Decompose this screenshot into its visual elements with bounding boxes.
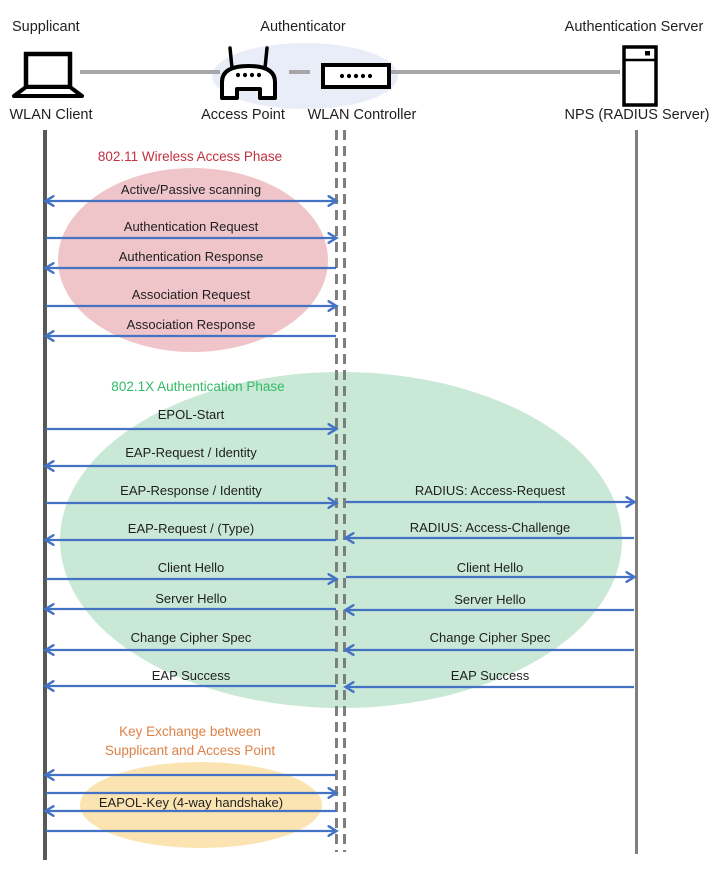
- lifeline-wlan-client: [43, 130, 47, 860]
- laptop-icon: [12, 51, 84, 98]
- message-label: EAP-Request / (Type): [127, 521, 255, 536]
- phase3-ellipse: [80, 762, 322, 848]
- message-label: EPOL-Start: [157, 407, 225, 422]
- message-label: EAP-Request / Identity: [125, 445, 257, 460]
- message-label: Client Hello: [456, 560, 524, 575]
- message-label: Server Hello: [155, 591, 227, 606]
- message-label: RADIUS: Access-Request: [414, 483, 566, 498]
- lifeline-authenticator-2: [343, 130, 346, 852]
- phase1-title: 802.11 Wireless Access Phase: [97, 149, 283, 164]
- server-icon: [622, 45, 658, 107]
- role-authenticator: Authenticator: [260, 19, 346, 35]
- message-label: Server Hello: [454, 592, 526, 607]
- connector-ap-controller: [289, 70, 310, 74]
- message-label: RADIUS: Access-Challenge: [409, 520, 571, 535]
- phase2-ellipse: [60, 372, 622, 708]
- phase3-title-line2: Supplicant and Access Point: [104, 743, 276, 758]
- phase3-title: Key Exchange between Supplicant and Acce…: [105, 722, 275, 760]
- label-access-point: Access Point: [201, 107, 285, 123]
- label-wlan-client: WLAN Client: [9, 107, 93, 123]
- message-label: Change Cipher Spec: [130, 630, 252, 645]
- message-label: Association Response: [126, 317, 256, 332]
- message-label: EAP Success: [450, 668, 530, 683]
- message-label: EAPOL-Key (4-way handshake): [98, 795, 284, 810]
- connector-client-ap: [80, 70, 220, 74]
- lifeline-authenticator-1: [335, 130, 338, 852]
- label-nps: NPS (RADIUS Server): [564, 107, 710, 123]
- message-label: EAP-Response / Identity: [120, 483, 262, 498]
- phase3-title-line1: Key Exchange between: [119, 724, 261, 739]
- wlan-controller-icon: [321, 63, 391, 89]
- access-point-icon: [220, 46, 277, 100]
- role-auth-server: Authentication Server: [564, 19, 704, 35]
- message-label: Change Cipher Spec: [429, 630, 551, 645]
- message-label: EAP Success: [151, 668, 231, 683]
- message-label: Association Request: [131, 287, 251, 302]
- message-label: Authentication Request: [123, 219, 259, 234]
- phase2-title: 802.1X Authentication Phase: [111, 379, 285, 394]
- message-label: Active/Passive scanning: [120, 182, 262, 197]
- lifeline-radius-server: [635, 130, 638, 854]
- label-wlan-controller: WLAN Controller: [307, 107, 417, 123]
- message-label: Client Hello: [157, 560, 225, 575]
- role-supplicant: Supplicant: [12, 19, 80, 35]
- connector-controller-server: [391, 70, 620, 74]
- message-label: Authentication Response: [118, 249, 264, 264]
